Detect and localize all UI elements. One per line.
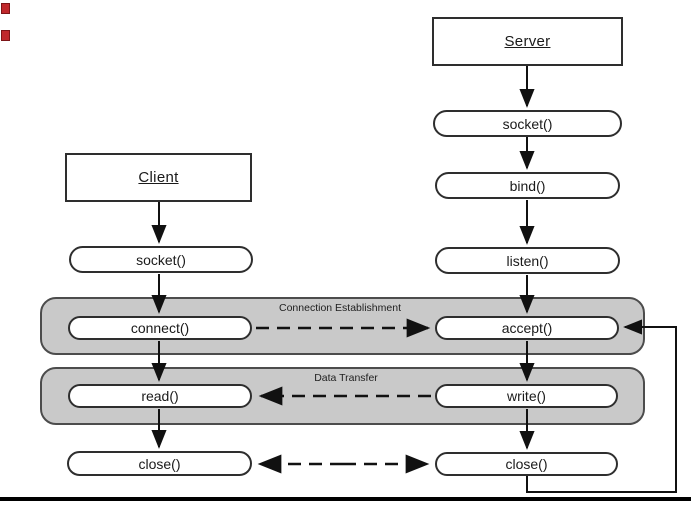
- node-close-server: close(): [435, 452, 618, 476]
- node-listen: listen(): [435, 247, 620, 274]
- node-accept: accept(): [435, 316, 619, 340]
- red-placeholder-icon: [1, 30, 10, 41]
- node-bind: bind(): [435, 172, 620, 199]
- client-title-box: Client: [65, 153, 252, 202]
- node-socket-server: socket(): [433, 110, 622, 137]
- band-label-connection-establishment: Connection Establishment: [279, 302, 401, 314]
- server-title-box: Server: [432, 17, 623, 66]
- red-placeholder-icon: [1, 3, 10, 14]
- node-socket-client: socket(): [69, 246, 253, 273]
- node-write: write(): [435, 384, 618, 408]
- node-close-client: close(): [67, 451, 252, 476]
- band-label-data-transfer: Data Transfer: [314, 372, 378, 384]
- node-read: read(): [68, 384, 252, 408]
- bottom-border-line: [0, 497, 691, 501]
- node-connect: connect(): [68, 316, 252, 340]
